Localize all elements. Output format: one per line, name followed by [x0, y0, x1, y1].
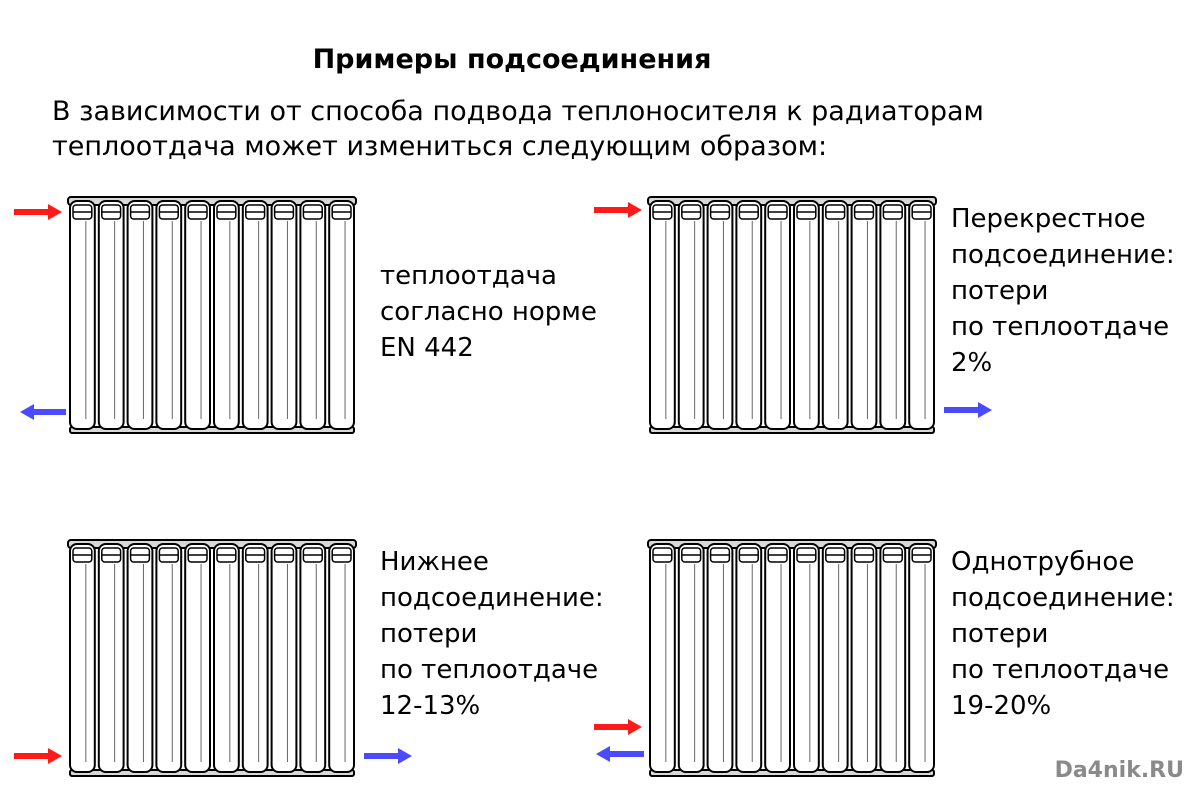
intro-text: В зависимости от способа подвода теплоно…	[52, 94, 984, 164]
radiator-section	[649, 543, 676, 773]
radiator-section	[328, 543, 356, 773]
label-line: согласно норме	[380, 297, 597, 327]
return-arrow	[596, 746, 644, 762]
radiator-section	[184, 200, 211, 430]
single-pipe-label: Однотрубное подсоединение: потери по теп…	[951, 544, 1175, 724]
radiator	[647, 539, 937, 777]
watermark: Da4nik.RU	[1054, 758, 1184, 783]
radiator-section	[677, 200, 705, 430]
radiator-section	[764, 200, 792, 430]
radiator-section	[241, 200, 269, 430]
label-line: Нижнее	[380, 547, 489, 577]
supply-arrow	[14, 204, 62, 220]
radiator-section	[213, 200, 240, 430]
return-arrow	[20, 404, 66, 420]
radiator-section	[735, 200, 763, 430]
label-line: по теплоотдаче	[951, 312, 1170, 342]
radiator-section	[879, 543, 907, 773]
intro-line-2: теплоотдача может измениться следующим о…	[52, 131, 828, 162]
label-line: подсоединение:	[951, 583, 1175, 613]
radiator-section	[69, 200, 96, 430]
page-title: Примеры подсоединения	[312, 44, 712, 75]
intro-line-1: В зависимости от способа подвода теплоно…	[52, 96, 984, 127]
radiator-section	[299, 200, 327, 430]
radiator-section	[97, 543, 125, 773]
radiator-section	[155, 543, 183, 773]
label-line: EN 442	[380, 333, 474, 363]
radiator-section	[649, 200, 676, 430]
label-line: Однотрубное	[951, 547, 1135, 577]
standard-label: теплоотдача согласно норме EN 442	[380, 258, 597, 366]
radiator-section	[69, 543, 96, 773]
radiator-section	[126, 543, 154, 773]
label-line: теплоотдача	[380, 261, 557, 291]
return-arrow	[944, 402, 992, 418]
label-line: 19-20%	[951, 691, 1052, 721]
radiator-section	[821, 200, 849, 430]
radiator-section	[850, 543, 878, 773]
label-line: 2%	[951, 348, 993, 378]
cross-label: Перекрестное подсоединение: потери по те…	[951, 201, 1175, 381]
radiator-section	[908, 200, 936, 430]
radiator-section	[270, 200, 298, 430]
label-line: подсоединение:	[380, 583, 604, 613]
radiator-section	[706, 543, 734, 773]
radiator-section	[908, 543, 936, 773]
radiator-section	[270, 543, 298, 773]
radiator-section	[879, 200, 907, 430]
label-line: потери	[951, 276, 1049, 306]
radiator	[647, 196, 937, 434]
radiator-section	[213, 543, 240, 773]
radiator-section	[677, 543, 705, 773]
radiator-section	[706, 200, 734, 430]
radiator-section	[241, 543, 269, 773]
supply-arrow	[594, 719, 642, 735]
label-line: подсоединение:	[951, 240, 1175, 270]
radiator-section	[821, 543, 849, 773]
label-line: по теплоотдаче	[951, 655, 1170, 685]
radiator-section	[793, 543, 820, 773]
label-line: потери	[380, 619, 478, 649]
radiator-section	[184, 543, 211, 773]
radiator	[67, 539, 357, 777]
radiator-section	[764, 543, 792, 773]
radiator-section	[850, 200, 878, 430]
supply-arrow	[594, 202, 642, 218]
supply-arrow	[14, 748, 62, 764]
label-line: 12-13%	[380, 691, 481, 721]
radiator-section	[735, 543, 763, 773]
radiator-section	[155, 200, 183, 430]
radiator-section	[97, 200, 125, 430]
radiator-section	[299, 543, 327, 773]
label-line: потери	[951, 619, 1049, 649]
radiator	[67, 196, 357, 434]
label-line: по теплоотдаче	[380, 655, 599, 685]
bottom-label: Нижнее подсоединение: потери по теплоотд…	[380, 544, 604, 724]
return-arrow	[364, 748, 412, 764]
radiator-section	[328, 200, 356, 430]
radiator-section	[126, 200, 154, 430]
label-line: Перекрестное	[951, 204, 1146, 234]
radiator-section	[793, 200, 820, 430]
